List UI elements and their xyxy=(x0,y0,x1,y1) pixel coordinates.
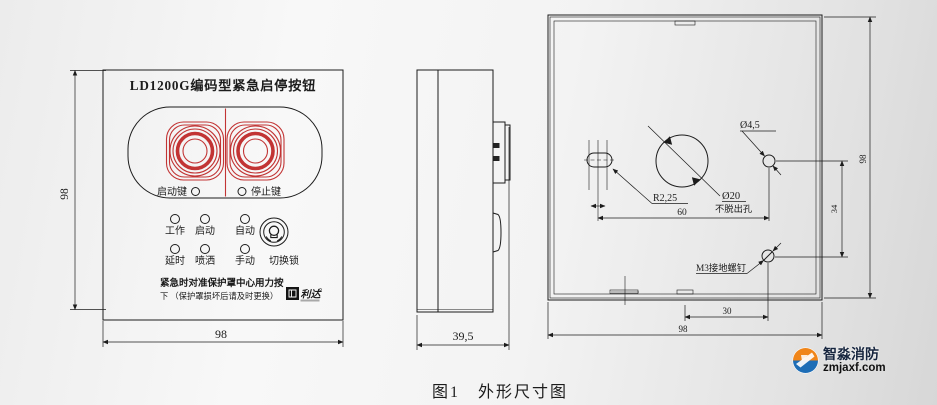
start-led xyxy=(200,214,210,224)
manual-led xyxy=(240,244,250,254)
watermark-brand: 智淼消防 xyxy=(823,346,879,363)
front-width-dimension: 98 xyxy=(102,321,344,347)
back-width-dimension: 98 xyxy=(547,302,823,339)
front-panel-outline xyxy=(102,69,344,321)
knockout-hole xyxy=(655,134,709,188)
auto-led xyxy=(240,214,250,224)
zhimiao-logo-icon xyxy=(792,347,819,374)
switch-lock-icon[interactable] xyxy=(259,217,289,247)
housing-clip-bottom xyxy=(493,156,500,161)
back-box-frame xyxy=(547,14,823,305)
registered-mark-icon xyxy=(319,288,322,291)
ground-screw-label-group: M3接地螺钉 xyxy=(696,242,782,274)
auto-led-label: 自动 xyxy=(235,224,255,237)
delay-led xyxy=(170,244,180,254)
screw-offset-dim-label: 30 xyxy=(723,306,733,316)
holes-span-dim-label: 60 xyxy=(677,208,687,218)
emergency-buttons[interactable] xyxy=(165,108,285,197)
side-depth-dimension: 39,5 xyxy=(416,127,510,350)
mounting-hole xyxy=(762,154,776,168)
top-tab xyxy=(674,20,696,26)
side-view: 39,5 xyxy=(416,69,511,350)
slot-radius-label-group: R2,25 xyxy=(612,168,688,204)
ground-screw-label: M3接地螺钉 xyxy=(696,262,746,274)
mounting-hole-label-group: Ø4,5 xyxy=(740,120,782,176)
warning-line-2: 下 （保护罩损坏后请及时更换） xyxy=(160,291,278,301)
ground-screw-icon xyxy=(761,249,775,263)
screw-vertical-dimension: 34 xyxy=(775,160,848,258)
slot-radius-label: R2,25 xyxy=(653,193,677,204)
front-width-dim-label: 98 xyxy=(215,327,227,341)
back-height-dim-label: 98 xyxy=(858,154,868,164)
back-view: R2,25 Ø20 不脱出孔 Ø4,5 M3接地螺钉 xyxy=(547,14,876,339)
front-height-dimension: 98 xyxy=(60,69,106,311)
stop-key-label: 停止键 xyxy=(251,185,281,198)
knockout-note-label: 不脱出孔 xyxy=(715,203,752,215)
screw-offset-dimension: 30 xyxy=(684,263,769,321)
back-height-dimension: 98 xyxy=(824,16,876,299)
lida-logo: 利达 xyxy=(286,287,323,302)
switch-lock-label: 切换锁 xyxy=(269,254,299,267)
screw-vertical-dim-label: 34 xyxy=(829,204,839,213)
start-indicator-led xyxy=(191,187,200,196)
warning-line-1: 紧急时对准保护罩中心用力按 xyxy=(160,277,284,289)
spray-led-label: 喷洒 xyxy=(195,254,215,267)
bottom-tab xyxy=(676,289,694,295)
stop-button[interactable] xyxy=(226,121,285,181)
side-button-housing xyxy=(492,121,511,184)
work-led xyxy=(170,214,180,224)
led-row-1: 工作 启动 自动 xyxy=(165,214,255,237)
front-height-dim-label: 98 xyxy=(60,188,71,200)
side-body-outline xyxy=(416,69,494,313)
lida-brand-text: 利达 xyxy=(301,289,323,301)
start-led-label: 启动 xyxy=(195,224,215,237)
work-led-label: 工作 xyxy=(165,225,185,237)
wire-slot xyxy=(584,140,615,221)
knockout-diameter-label: Ø20 xyxy=(722,191,740,202)
delay-led-label: 延时 xyxy=(165,255,185,267)
knockout-label-group: Ø20 不脱出孔 xyxy=(647,125,752,215)
stop-indicator-led xyxy=(237,187,247,196)
side-depth-dim-label: 39,5 xyxy=(453,329,474,343)
mounting-hole-diameter-label: Ø4,5 xyxy=(740,120,760,131)
button-capsule-outline xyxy=(127,106,323,199)
watermark-site: zmjaxf.com xyxy=(823,361,886,374)
led-row-2: 延时 喷洒 手动 xyxy=(165,244,255,267)
lida-logo-mark-icon xyxy=(286,287,299,300)
spray-led xyxy=(200,244,210,254)
front-view: LD1200G编码型紧急启停按钮 启动键 xyxy=(60,69,344,347)
housing-clip-top xyxy=(493,143,500,148)
manual-led-label: 手动 xyxy=(235,254,255,267)
side-lower-bracket xyxy=(492,212,502,253)
watermark: 智淼消防 zmjaxf.com xyxy=(792,347,886,374)
start-key-label: 启动键 xyxy=(157,185,187,198)
start-button[interactable] xyxy=(165,121,225,181)
holes-span-dimension: 60 xyxy=(597,168,770,221)
front-panel-title: LD1200G编码型紧急启停按钮 xyxy=(130,77,316,93)
figure-caption: 图1 外形尺寸图 xyxy=(431,384,568,401)
back-width-dim-label: 98 xyxy=(679,324,689,334)
